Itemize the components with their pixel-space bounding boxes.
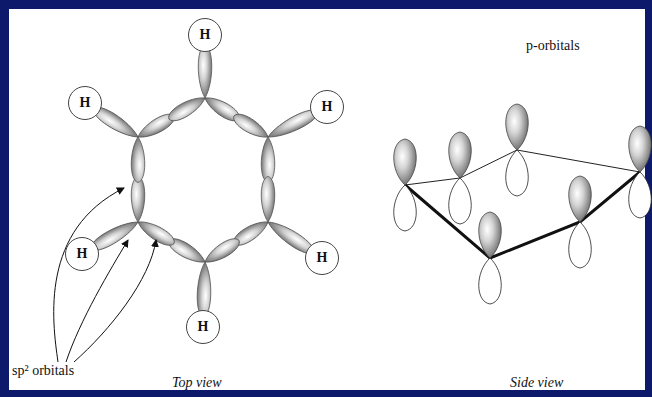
orbital-lobe [131,137,145,183]
hydrogen-atom: H [186,310,220,344]
orbital-label: p-orbitals [526,38,580,53]
atom-symbol: H [200,28,211,42]
orbital-lobe [230,110,271,143]
ring-outline [405,150,640,258]
hydrogen-atom: H [305,241,339,275]
orbital-lobe [261,177,275,223]
orbital-lobe [506,150,529,196]
leader-arrows [54,188,156,362]
orbital-lobe [449,178,472,224]
orbital-lobe [197,262,212,317]
hydrogen-atom: H [65,237,99,271]
leader-arrow [54,188,124,362]
atom-symbol: H [80,96,91,110]
hydrogen-atom: H [310,90,344,124]
atom-symbol: H [77,247,88,261]
view-caption: Top view [172,375,222,390]
orbital-lobe [261,137,275,183]
orbital-lobe [394,139,417,185]
orbital-lobe [394,185,417,231]
orbital-lobe [629,172,652,218]
atom-symbol: H [198,320,209,334]
orbital-lobes [87,45,651,317]
hydrogen-atom: H [68,86,102,120]
leader-arrow [74,240,156,362]
atom-symbol: H [317,251,328,265]
orbital-lobe [629,126,652,172]
orbital-lobe [449,132,472,178]
hydrogen-atom: H [188,18,222,52]
orbital-lobe [166,92,209,125]
orbital-lobe [201,235,242,268]
orbital-lobe [569,222,592,268]
orbital-lobe [131,177,145,223]
orbital-lobe [198,45,212,98]
atom-symbol: H [322,100,333,114]
orbital-label: sp² orbitals [12,363,74,378]
orbital-lobe [569,176,592,222]
orbital-lobe [479,212,502,258]
orbital-lobe [135,216,178,249]
view-caption: Side view [510,375,563,390]
orbital-lobe [479,258,502,304]
orbital-lobe [506,104,529,150]
